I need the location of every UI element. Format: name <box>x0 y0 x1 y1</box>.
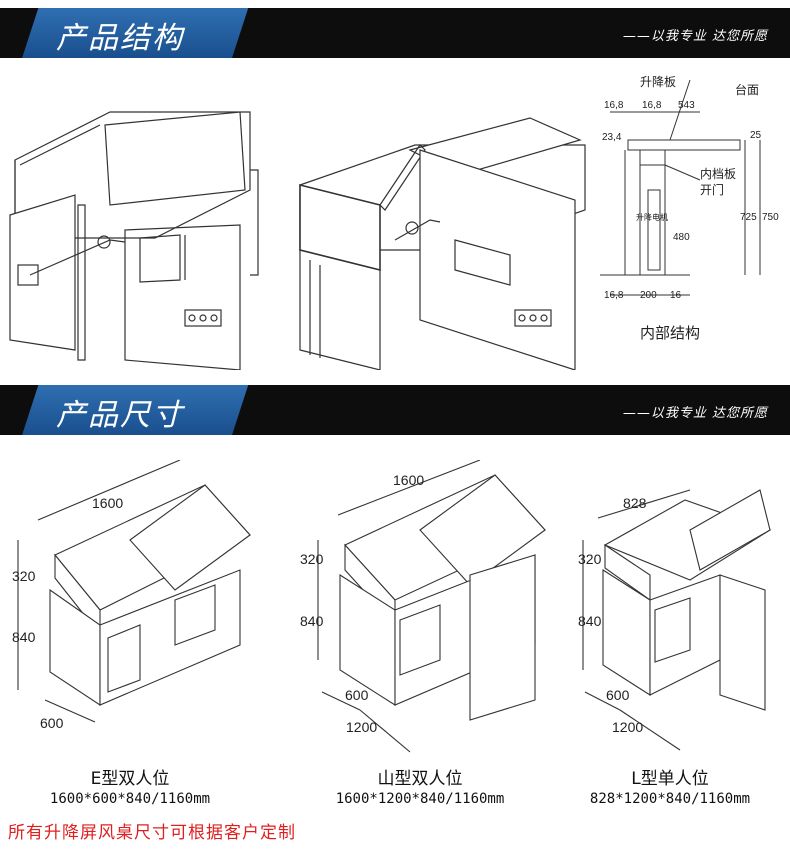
product-caption-e-type: E型双人位 1600*600*840/1160mm <box>20 764 240 807</box>
dim-l-height: 840 <box>578 613 602 629</box>
dim-side-750: 750 <box>762 212 779 223</box>
dim-bot-16b: 16 <box>670 290 682 301</box>
dim-e-width: 1600 <box>92 495 123 511</box>
product-name: L型单人位 <box>631 769 709 789</box>
dim-side-234: 23,4 <box>602 132 622 143</box>
dim-e-screen: 320 <box>12 568 36 584</box>
dim-l-width: 828 <box>623 495 647 511</box>
workstation-drawing-left <box>9 111 259 370</box>
label-inner-panel: 内档板 <box>700 167 736 181</box>
dim-shan-depth2: 1200 <box>346 719 377 735</box>
product-name: 山型双人位 <box>377 769 463 789</box>
structure-drawings: 升降板 台面 内档板 开门 16,8 16,8 543 23,4 25 725 … <box>9 75 779 370</box>
label-lift-panel: 升降板 <box>640 75 676 89</box>
product-drawing-l-type <box>582 489 772 751</box>
dim-l-depth1: 600 <box>606 687 630 703</box>
dimension-drawings: 1600 320 840 600 1600 320 840 600 1200 8… <box>12 460 772 753</box>
product-drawing-shan-type <box>317 460 546 753</box>
dim-top-16a: 16,8 <box>604 100 624 111</box>
product-drawing-e-type <box>17 460 251 723</box>
dim-l-screen: 320 <box>578 551 602 567</box>
section-title: 产品结构 <box>56 21 184 56</box>
internal-structure-drawing <box>600 79 761 296</box>
section-banner-dimensions: 产品尺寸 ——以我专业 达您所愿 <box>0 385 790 435</box>
dim-bot-16a: 16,8 <box>604 290 624 301</box>
dim-side-725: 725 <box>740 212 757 223</box>
section-slogan: ——以我专业 达您所愿 <box>622 29 768 44</box>
dim-top-543: 543 <box>678 100 695 111</box>
dim-e-depth: 600 <box>40 715 64 731</box>
customization-note: 所有升降屏风桌尺寸可根据客户定制 <box>8 823 296 843</box>
internal-structure-caption: 内部结构 <box>640 325 700 342</box>
dim-top-16b: 16,8 <box>642 100 662 111</box>
dim-e-height: 840 <box>12 629 36 645</box>
dim-shan-screen: 320 <box>300 551 324 567</box>
product-caption-l-type: L型单人位 828*1200*840/1160mm <box>560 764 780 807</box>
dim-inner-480: 480 <box>673 232 690 243</box>
product-caption-shan-type: 山型双人位 1600*1200*840/1160mm <box>305 764 535 807</box>
dim-l-depth2: 1200 <box>612 719 643 735</box>
product-dims: 1600*1200*840/1160mm <box>335 791 505 807</box>
dim-side-25: 25 <box>750 130 762 141</box>
label-lift-motor: 升降电机 <box>636 212 668 222</box>
dim-shan-height: 840 <box>300 613 324 629</box>
dim-shan-depth1: 600 <box>345 687 369 703</box>
product-dims: 1600*600*840/1160mm <box>49 791 211 807</box>
dim-bot-200: 200 <box>640 290 657 301</box>
section-title: 产品尺寸 <box>56 398 184 433</box>
label-table-top: 台面 <box>735 82 759 97</box>
section-slogan: ——以我专业 达您所愿 <box>622 406 768 421</box>
workstation-drawing-middle <box>299 117 586 370</box>
dim-shan-width: 1600 <box>393 472 424 488</box>
section-banner-structure: 产品结构 ——以我专业 达您所愿 <box>0 8 790 58</box>
product-dims: 828*1200*840/1160mm <box>589 791 751 807</box>
product-name: E型双人位 <box>90 769 170 789</box>
label-open-door: 开门 <box>700 182 724 197</box>
